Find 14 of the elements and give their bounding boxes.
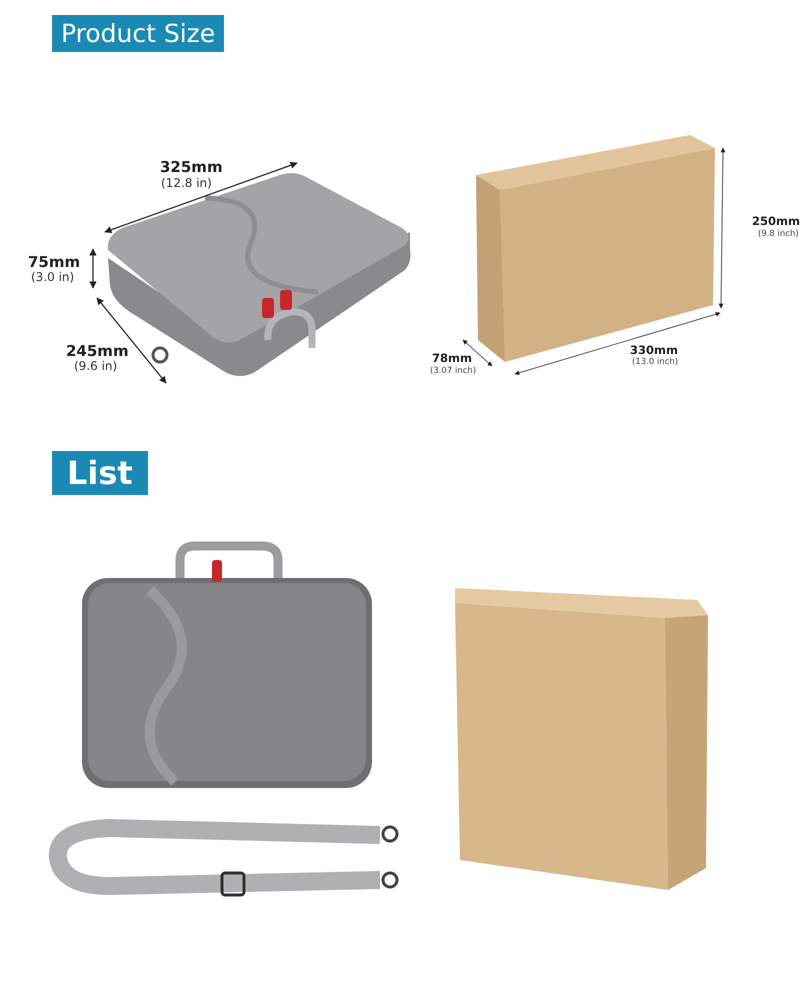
imperial-value: (13.0 inch): [632, 357, 678, 367]
imperial-value: (3.07 inch): [430, 366, 476, 376]
dimension-value: 75mm: [28, 253, 80, 271]
imperial-value: (9.6 in): [74, 359, 118, 373]
dimension-value: 78mm: [432, 351, 472, 365]
imperial-value: (12.8 in): [161, 176, 212, 190]
dimension-value: 245mm: [66, 342, 129, 360]
section-heading: List: [52, 451, 148, 495]
dimension-value: 330mm: [630, 343, 678, 357]
dimension-value: 325mm: [160, 158, 223, 176]
section-heading: Product Size: [52, 15, 224, 52]
dimension-value: 250mm: [752, 214, 800, 228]
imperial-value: (9.8 inch): [758, 229, 799, 239]
imperial-value: (3.0 in): [31, 270, 74, 284]
